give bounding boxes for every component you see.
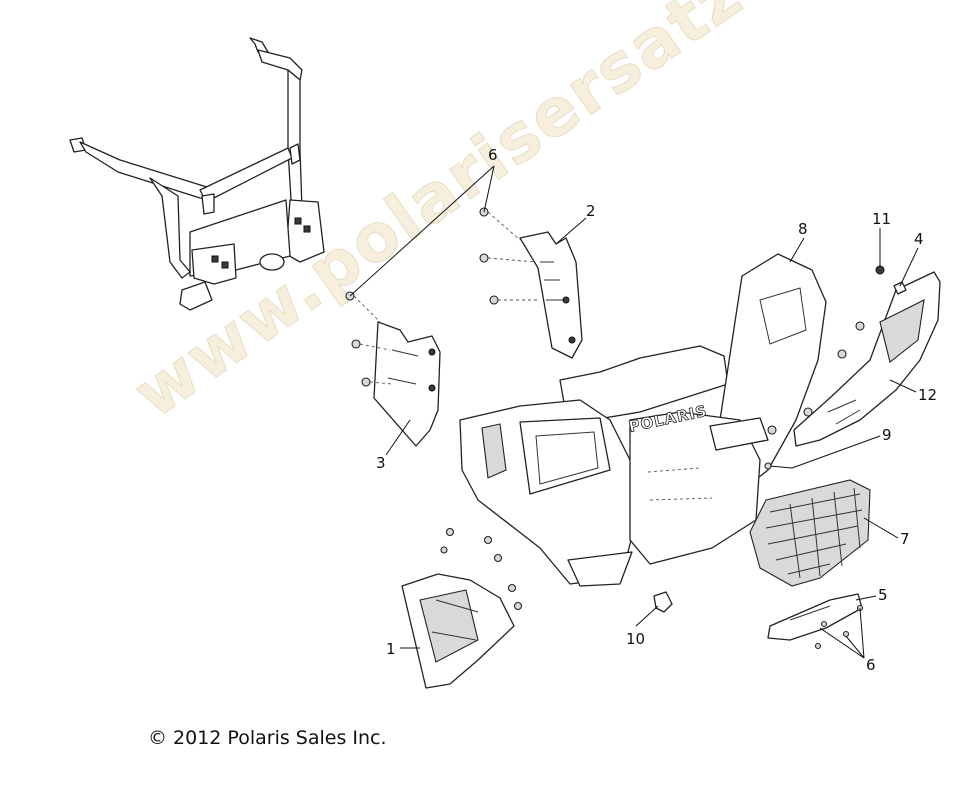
callout-1: 1 — [386, 640, 396, 658]
bumper-frame — [69, 37, 325, 311]
part-7-grille — [749, 479, 871, 587]
part-4-clip — [893, 281, 907, 295]
callout-12: 12 — [918, 386, 937, 404]
part-5-plate — [767, 593, 863, 641]
fastener-group-6 — [345, 207, 540, 387]
callout-5: 5 — [878, 586, 888, 604]
part-2-bracket — [519, 231, 583, 359]
callout-8: 8 — [798, 220, 808, 238]
nut-group — [767, 321, 865, 435]
callout-11: 11 — [872, 210, 891, 228]
callout-2: 2 — [586, 202, 596, 220]
copyright-notice: © 2012 Polaris Sales Inc. — [148, 727, 387, 749]
callout-3: 3 — [376, 454, 386, 472]
screw-group-lower — [440, 527, 523, 611]
part-11-nut — [875, 265, 885, 275]
part-3-bracket — [373, 321, 441, 447]
callout-6-top: 6 — [488, 146, 498, 164]
callout-10: 10 — [626, 630, 645, 648]
part-10-plug — [653, 591, 673, 613]
part-12-side-panel — [793, 271, 941, 447]
leader-lines — [349, 165, 919, 659]
callout-9: 9 — [882, 426, 892, 444]
part-8-front-fascia: POLARIS — [459, 253, 827, 587]
callout-7: 7 — [900, 530, 910, 548]
callout-4: 4 — [914, 230, 924, 248]
part-9-bolt — [764, 462, 793, 470]
part-1-corner-panel — [401, 573, 515, 689]
callout-6-bottom: 6 — [866, 656, 876, 674]
